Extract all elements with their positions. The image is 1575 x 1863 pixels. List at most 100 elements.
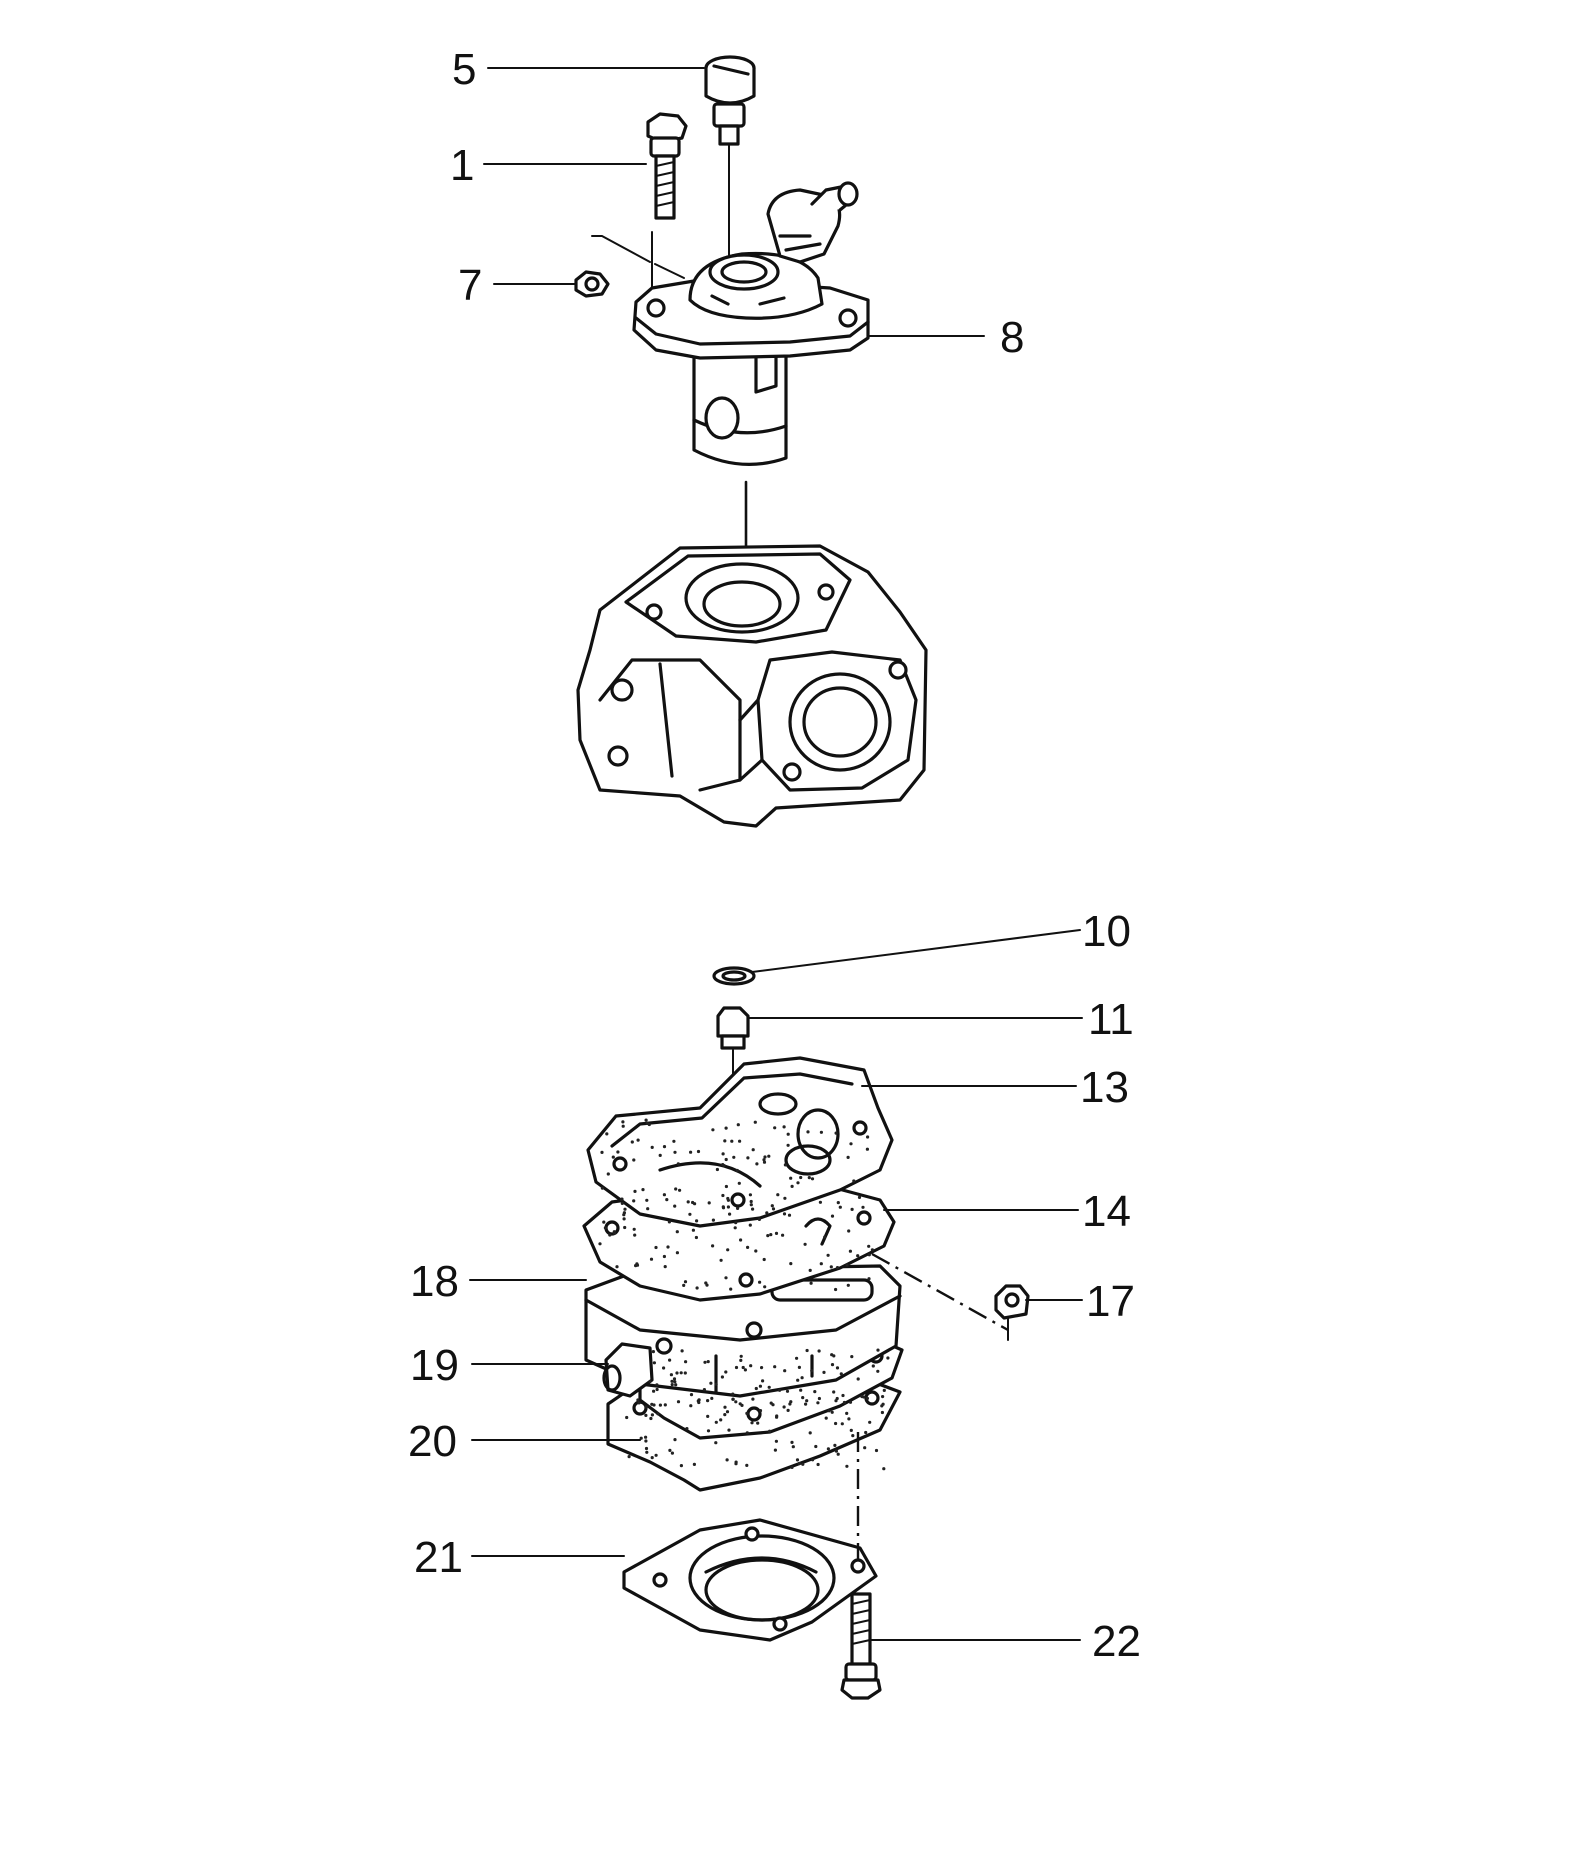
stipple-dot: [721, 1193, 725, 1198]
stipple-dot: [662, 1254, 667, 1259]
stipple-dot: [650, 1456, 654, 1460]
stipple-dot: [721, 1163, 725, 1167]
stipple-dot: [636, 1398, 640, 1402]
stipple-dot: [710, 1396, 714, 1400]
stipple-dot: [733, 1226, 737, 1230]
stipple-dot: [739, 1354, 743, 1358]
stipple-dot: [639, 1436, 643, 1440]
stipple-dot: [633, 1233, 637, 1237]
stipple-dot: [822, 1370, 826, 1374]
stipple-dot: [673, 1150, 677, 1154]
stipple-dot: [787, 1213, 792, 1217]
stipple-dot: [724, 1276, 728, 1280]
stipple-dot: [807, 1176, 811, 1180]
stipple-dot: [813, 1390, 817, 1394]
stipple-dot: [668, 1358, 672, 1362]
stipple-dot: [876, 1348, 880, 1352]
stipple-dot: [746, 1245, 750, 1249]
stipple-dot: [826, 1447, 831, 1451]
stipple-dot: [797, 1365, 802, 1369]
stipple-dot: [736, 1206, 740, 1210]
bracket-line-7: [591, 235, 685, 279]
stipple-dot: [668, 1448, 672, 1452]
stipple-dot: [726, 1205, 731, 1209]
stipple-dot: [851, 1434, 855, 1438]
stipple-dot: [662, 1145, 667, 1149]
stipple-dot: [644, 1439, 648, 1443]
stipple-dot: [867, 1253, 871, 1257]
stipple-dot: [706, 1399, 710, 1403]
stipple-dot: [673, 1438, 677, 1442]
stipple-dot: [834, 1287, 838, 1292]
stipple-dot: [773, 1365, 777, 1369]
stipple-dot: [774, 1439, 779, 1443]
stipple-dot: [734, 1221, 738, 1225]
stipple-dot: [621, 1124, 625, 1128]
stipple-dot: [675, 1371, 679, 1375]
stipple-dot: [824, 1416, 828, 1420]
stipple-dot: [751, 1397, 755, 1401]
stipple-dot: [658, 1153, 662, 1157]
stipple-dot: [644, 1435, 648, 1439]
stipple-dot: [785, 1389, 790, 1393]
stipple-dot: [886, 1356, 890, 1360]
stipple-dot: [603, 1226, 608, 1230]
stipple-dot: [711, 1218, 716, 1222]
stipple-dot: [810, 1177, 815, 1181]
stipple-dot: [620, 1201, 624, 1205]
stipple-dot: [669, 1373, 674, 1377]
stipple-dot: [868, 1420, 872, 1424]
stipple-dot: [745, 1431, 749, 1435]
stipple-dot: [748, 1223, 752, 1227]
stipple-dot: [728, 1212, 732, 1216]
stipple-dot: [770, 1204, 774, 1208]
stipple-dot: [625, 1415, 629, 1420]
callout-21: 21: [414, 1533, 463, 1582]
stipple-dot: [632, 1158, 636, 1162]
stipple-dot: [662, 1193, 667, 1197]
stipple-dot: [650, 1145, 654, 1149]
stipple-dot: [765, 1211, 769, 1215]
stipple-dot: [846, 1155, 850, 1159]
stipple-dot: [881, 1402, 885, 1406]
stipple-dot: [719, 1258, 723, 1262]
stipple-dot: [819, 1130, 824, 1134]
stipple-dot: [773, 1126, 777, 1130]
stipple-dot: [749, 1203, 753, 1207]
stipple-dot: [731, 1397, 735, 1401]
stipple-dot: [781, 1233, 785, 1237]
stipple-dot: [827, 1409, 831, 1413]
stipple-dot: [605, 1132, 609, 1136]
stipple-dot: [750, 1421, 754, 1425]
stipple-dot: [620, 1197, 624, 1201]
callout-1: 1: [450, 141, 474, 190]
stipple-dot: [749, 1199, 753, 1204]
stipple-dot: [673, 1204, 677, 1208]
stipple-dot: [734, 1400, 738, 1404]
stipple-dot: [775, 1415, 779, 1419]
stipple-dot: [834, 1131, 838, 1135]
stipple-dot: [762, 1257, 766, 1262]
stipple-dot: [757, 1217, 762, 1221]
stipple-dot: [783, 1369, 787, 1373]
stipple-dot: [737, 1181, 741, 1185]
stipple-dot: [646, 1207, 650, 1211]
stipple-dot: [670, 1379, 674, 1383]
stipple-dot: [830, 1363, 835, 1367]
callout-18: 18: [410, 1257, 459, 1306]
stipple-dot: [702, 1388, 707, 1392]
stipple-dot: [667, 1220, 672, 1224]
stipple-dot: [695, 1219, 699, 1223]
leader-10: [751, 929, 1081, 973]
stipple-dot: [623, 1207, 627, 1211]
stipple-dot: [676, 1162, 680, 1166]
stipple-dot: [697, 1398, 701, 1402]
stipple-dot: [598, 1242, 602, 1246]
stipple-dot: [819, 1262, 823, 1266]
stipple-dot: [805, 1399, 809, 1403]
stipple-dot: [746, 1156, 750, 1160]
stipple-dot: [866, 1135, 870, 1139]
stipple-dot: [832, 1354, 836, 1358]
stipple-dot: [734, 1462, 738, 1466]
stipple-dot: [814, 1444, 818, 1449]
